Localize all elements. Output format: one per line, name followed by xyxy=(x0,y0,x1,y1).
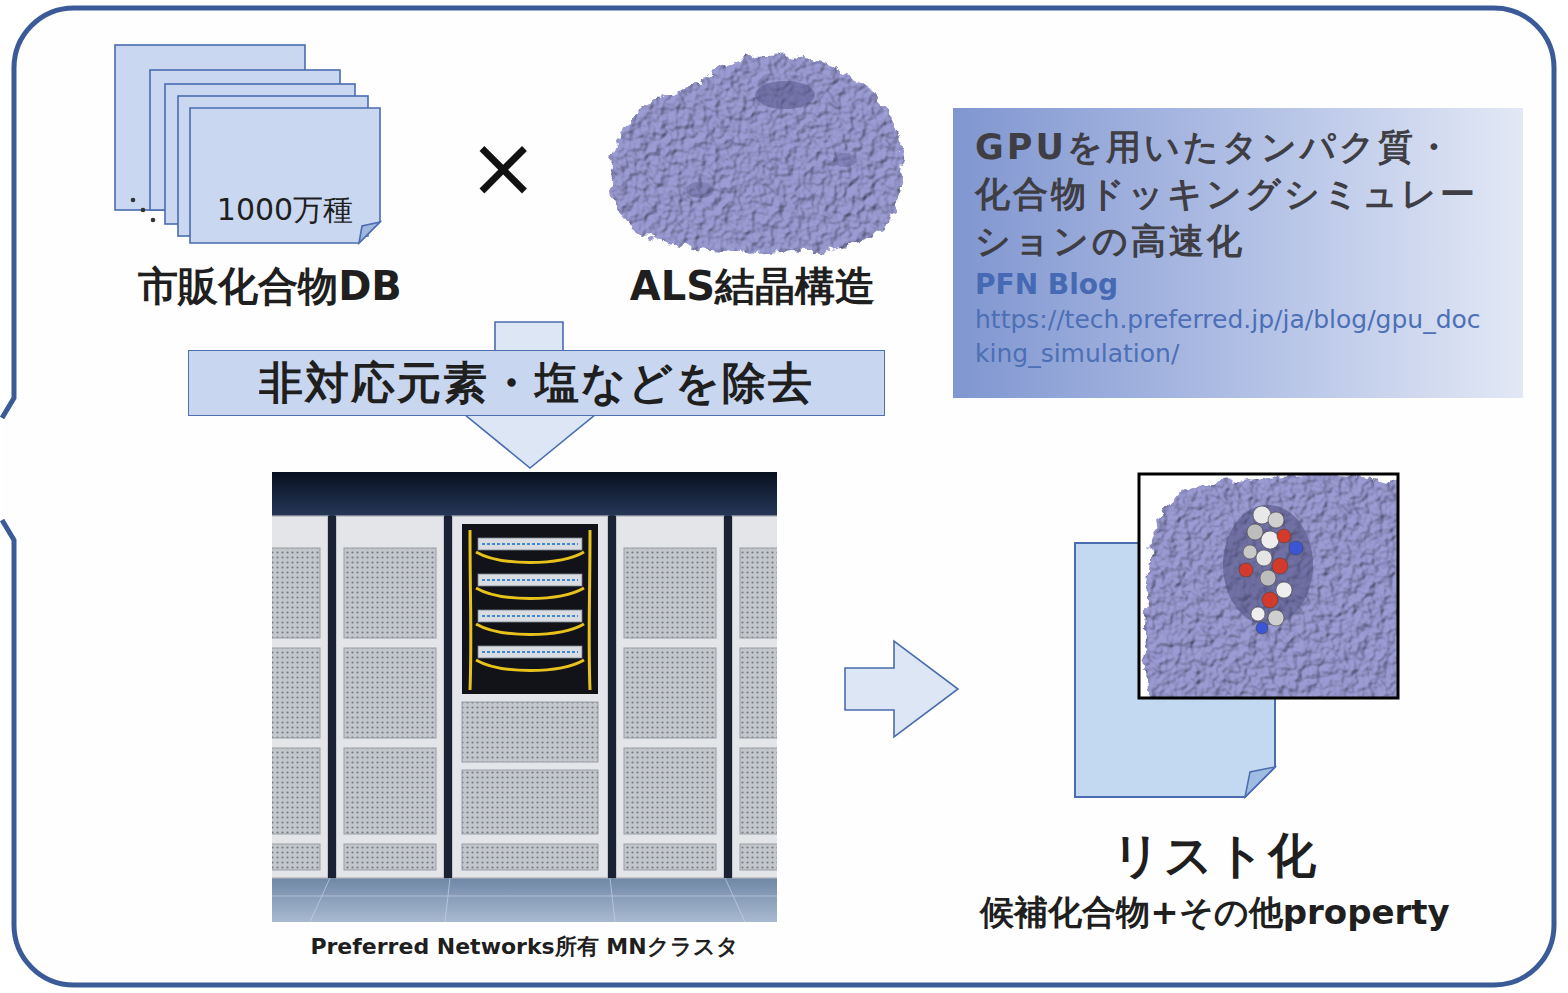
outer-frame xyxy=(2,8,1554,985)
protein-surface xyxy=(610,55,902,253)
node-heading: ALS結晶構造 xyxy=(595,260,910,312)
server-cluster-photo xyxy=(272,472,777,922)
document-stack xyxy=(115,45,380,243)
ellipsis-dots xyxy=(131,198,156,223)
reference-url: https://tech.preferred.jp/ja/blog/gpu_do… xyxy=(975,303,1483,371)
multiply-sign: × xyxy=(468,112,538,222)
docking-inset xyxy=(1139,474,1410,710)
result-node: リスト化候補化合物+その他property xyxy=(960,465,1470,955)
protein-node: ALS結晶構造 xyxy=(595,40,910,315)
node-heading: リスト化 xyxy=(960,825,1470,885)
count-label: 1000万種 xyxy=(190,190,380,230)
reference-title: GPUを用いたタンパク質・化合物ドッキングシミュレーションの高速化 xyxy=(975,124,1483,265)
node-heading: 市販化合物DB xyxy=(105,260,435,312)
process-label: 非対応元素・塩などを除去 xyxy=(259,355,814,411)
block-arrow xyxy=(845,641,958,737)
block-arrow xyxy=(464,412,596,468)
cluster-node: Preferred Networks所有 MNクラスタ xyxy=(262,468,787,973)
photo-caption: Preferred Networks所有 MNクラスタ xyxy=(262,932,787,962)
node-subheading: 候補化合物+その他property xyxy=(960,889,1470,935)
filter-band: 非対応元素・塩などを除去 xyxy=(188,350,885,416)
reference-box: GPUを用いたタンパク質・化合物ドッキングシミュレーションの高速化PFN Blo… xyxy=(953,108,1523,398)
database-node: 1000万種市販化合物DB xyxy=(105,40,435,315)
reference-source: PFN Blog xyxy=(975,267,1483,303)
